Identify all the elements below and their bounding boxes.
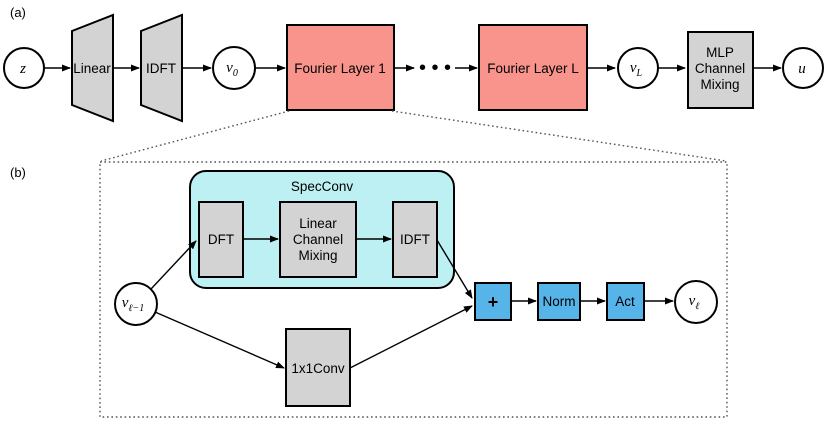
node-v-out bbox=[674, 280, 718, 324]
lcm-box bbox=[279, 201, 357, 278]
idft-label: IDFT bbox=[146, 61, 176, 76]
idft2-box bbox=[392, 201, 438, 278]
mlp-line-2: Channel bbox=[695, 61, 745, 76]
dft-label: DFT bbox=[208, 232, 234, 247]
ellipsis-dots: • • • bbox=[419, 57, 451, 79]
arrow-vin-dft bbox=[150, 240, 197, 290]
specconv-title: SpecConv bbox=[291, 179, 354, 194]
arrow-vin-conv bbox=[154, 311, 285, 369]
fourier-layer-L-label: Fourier Layer L bbox=[487, 61, 579, 76]
conv-label: 1x1Conv bbox=[291, 361, 345, 376]
mlp-line-3: Mixing bbox=[700, 77, 739, 92]
linear-label: Linear bbox=[73, 61, 111, 76]
norm-label: Norm bbox=[543, 294, 576, 309]
node-vL-label: vL bbox=[630, 60, 643, 79]
node-u bbox=[782, 47, 824, 89]
conv-box bbox=[285, 328, 351, 407]
arrow-conv-plus bbox=[349, 305, 473, 369]
lcm-line-2: Channel bbox=[293, 232, 343, 247]
node-v0-label: v0 bbox=[226, 60, 238, 79]
idft-trapezoid bbox=[140, 13, 183, 123]
fourier-layer-detail-frame bbox=[99, 161, 728, 418]
node-v-out-label: vℓ bbox=[689, 293, 700, 312]
mlp-box bbox=[687, 31, 754, 109]
linear-trapezoid bbox=[71, 13, 114, 123]
fourier-layer-1-label: Fourier Layer 1 bbox=[294, 61, 386, 76]
fourier-layer-L-box bbox=[478, 24, 588, 111]
mlp-line-1: MLP bbox=[706, 45, 734, 60]
arrow-idft2-plus bbox=[436, 239, 473, 299]
lcm-line-3: Mixing bbox=[298, 248, 337, 263]
node-v-in bbox=[114, 282, 158, 326]
plus-label: + bbox=[488, 292, 499, 312]
panel-a-label: (a) bbox=[10, 5, 26, 20]
act-box bbox=[606, 282, 645, 321]
dft-box bbox=[198, 201, 244, 278]
fourier-layer-1-box bbox=[286, 24, 395, 111]
act-label: Act bbox=[615, 294, 635, 309]
node-u-label: u bbox=[798, 61, 806, 77]
zoom-connector-right bbox=[391, 110, 727, 162]
lcm-line-1: Linear bbox=[299, 216, 337, 231]
panel-b-label: (b) bbox=[10, 165, 26, 180]
node-z-label: z bbox=[19, 61, 26, 77]
idft2-label: IDFT bbox=[400, 232, 430, 247]
node-v-in-label: vℓ−1 bbox=[122, 295, 145, 314]
zoom-connector-left bbox=[100, 110, 290, 162]
